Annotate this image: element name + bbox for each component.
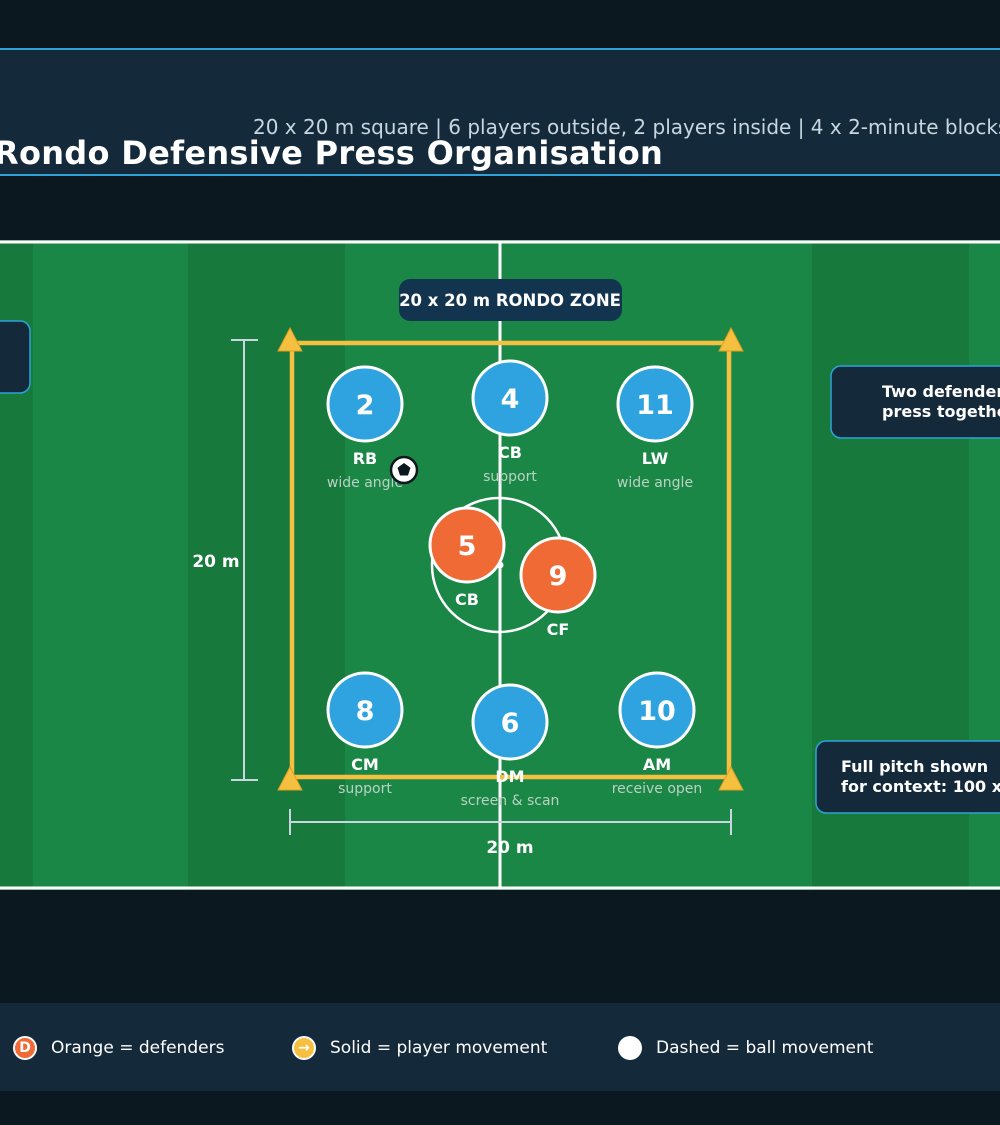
player-position: CB — [455, 590, 479, 609]
player-number: 10 — [638, 696, 676, 727]
pitch-svg: 20 x 20 m RONDO ZONE 20 m 20 m Two defen… — [0, 240, 1000, 890]
ball-icon[interactable] — [389, 455, 419, 485]
header-bar: Rondo Defensive Press Organisation 20 x … — [0, 48, 1000, 176]
player-circle — [519, 536, 597, 614]
press-callout-line: press together — [882, 402, 1000, 421]
player-position: RB — [353, 449, 378, 468]
player-role: support — [483, 469, 537, 485]
pitch-callout-line: Full pitch shown — [841, 757, 988, 776]
pitch-callout-line: for context: 100 x 64 m — [841, 777, 1000, 796]
defender-icon: D — [13, 1036, 37, 1060]
legend-item-ball-movement: Dashed = ball movement — [618, 1033, 873, 1063]
player-number: 11 — [636, 390, 674, 421]
player-token-4[interactable]: 4CB support — [471, 359, 549, 485]
cone-icon — [277, 765, 303, 791]
player-position: CF — [547, 620, 570, 639]
legend-item-defenders: D Orange = defenders — [13, 1033, 224, 1063]
zone-label: 20 x 20 m RONDO ZONE — [399, 291, 621, 310]
player-position: CB — [498, 443, 522, 462]
player-number: 2 — [356, 390, 375, 421]
arrow-right-icon: → — [292, 1036, 316, 1060]
player-role: receive open — [612, 781, 703, 797]
player-number: 8 — [356, 696, 375, 727]
cone-icon — [718, 326, 744, 352]
rondo-square — [289, 340, 732, 780]
player-number: 4 — [501, 384, 520, 415]
player-token-8[interactable]: 8CM support — [326, 671, 404, 797]
player-circle — [618, 671, 696, 749]
player-position: LW — [642, 449, 669, 468]
player-role: screen & scan — [461, 793, 560, 809]
legend-bar: D Orange = defenders → Solid = player mo… — [0, 1003, 1000, 1091]
width-dimension — [289, 809, 732, 835]
legend-label: Solid = player movement — [330, 1038, 548, 1058]
player-circle — [326, 671, 404, 749]
height-dimension — [231, 339, 258, 781]
player-role: support — [338, 781, 392, 797]
player-position: CM — [351, 755, 379, 774]
player-position: DM — [495, 767, 524, 786]
left-callout — [0, 320, 31, 394]
player-circle — [326, 365, 404, 443]
ball-dot-icon — [618, 1036, 642, 1060]
zone-label-box — [399, 279, 622, 321]
player-number: 5 — [458, 531, 477, 562]
cone-icon — [277, 326, 303, 352]
pitch-callout — [815, 740, 1000, 814]
press-callout-text: Two defenders press together — [882, 382, 1000, 421]
player-role: wide angle — [327, 475, 403, 491]
legend-item-player-movement: → Solid = player movement — [292, 1033, 547, 1063]
page-subtitle: 20 x 20 m square | 6 players outside, 2 … — [253, 115, 1000, 139]
pitch-callout-text: Full pitch shown for context: 100 x 64 m — [841, 757, 1000, 796]
player-token-6[interactable]: 6DM screen & scan — [461, 683, 560, 809]
player-position: AM — [643, 755, 671, 774]
player-token-2[interactable]: 2RB wide angle — [326, 365, 404, 491]
legend-label: Dashed = ball movement — [656, 1038, 874, 1058]
pitch-diagram: 20 x 20 m RONDO ZONE 20 m 20 m Two defen… — [0, 240, 1000, 890]
player-circle — [616, 365, 694, 443]
width-label: 20 m — [486, 838, 533, 858]
player-circle — [428, 506, 506, 584]
page-title: Rondo Defensive Press Organisation — [0, 134, 664, 172]
press-callout-line: Two defenders — [882, 382, 1000, 401]
cone-icon — [718, 765, 744, 791]
legend-label: Orange = defenders — [51, 1038, 225, 1058]
player-token-5[interactable]: 5CB — [428, 506, 506, 609]
player-token-9[interactable]: 9CF — [519, 536, 597, 639]
player-circle — [471, 359, 549, 437]
player-number: 6 — [501, 708, 520, 739]
player-circle — [471, 683, 549, 761]
height-label: 20 m — [192, 552, 239, 572]
press-callout — [830, 365, 1000, 439]
player-number: 9 — [549, 561, 568, 592]
player-role: wide angle — [617, 475, 693, 491]
